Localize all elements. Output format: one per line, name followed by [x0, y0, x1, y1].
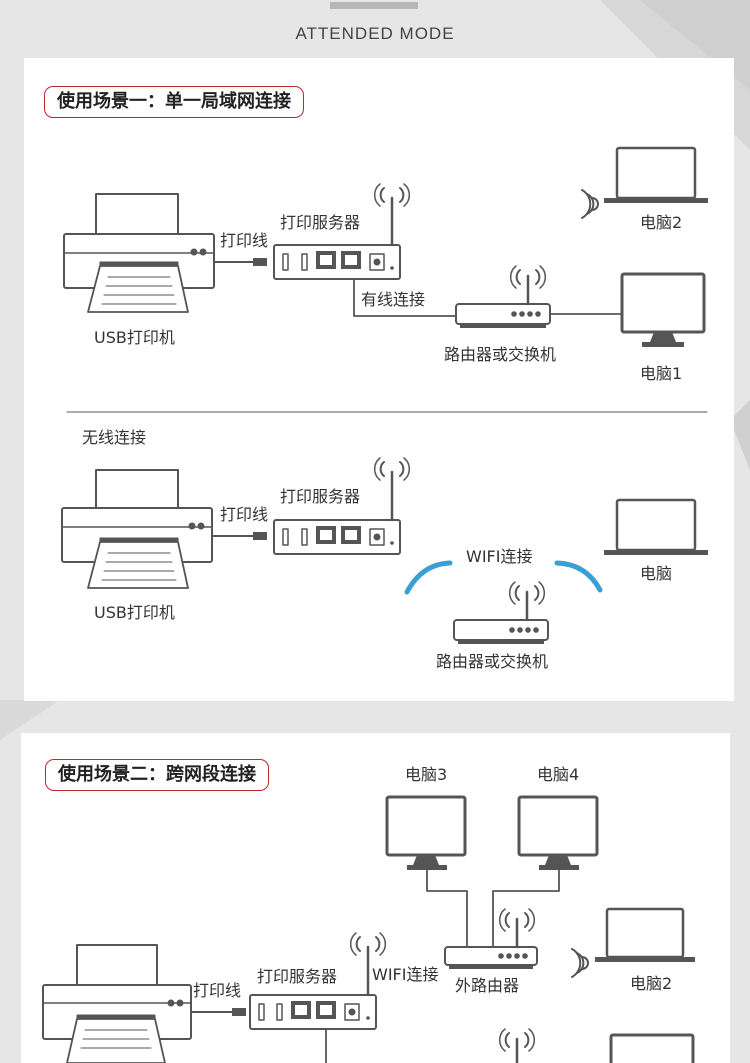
wifi-signal-icon	[581, 189, 599, 219]
print-server-icon	[249, 932, 387, 1030]
laptop-icon	[604, 498, 708, 555]
scenario-1-diagram	[61, 146, 708, 644]
pc4-label: 电脑4	[537, 765, 580, 784]
cable-label: 打印线	[193, 981, 242, 1000]
pc2-label: 电脑2	[630, 974, 673, 993]
wifi-signal-icon	[571, 948, 589, 978]
scenario-1-panel: 使用场景一：单一局域网连接 打印线 打印服务器 有线连接 USB打印机 路由器或…	[24, 58, 734, 701]
router-label: 外路由器	[455, 976, 520, 995]
router-label: 路由器或交换机	[436, 652, 549, 671]
cable-label: 打印线	[220, 505, 269, 524]
scenario-1-title: 使用场景一：单一局域网连接	[44, 86, 304, 118]
laptop-icon	[595, 907, 695, 962]
printer-label: USB打印机	[94, 328, 175, 347]
printer-label: USB打印机	[94, 603, 175, 622]
print-server-label: 打印服务器	[257, 967, 338, 986]
wifi-wave-right	[554, 560, 603, 593]
print-server-label: 打印服务器	[280, 213, 361, 232]
pc1-label: 电脑1	[640, 364, 683, 383]
usb-printer-icon	[61, 469, 213, 589]
usb-printer-icon	[63, 193, 215, 313]
router-icon	[453, 581, 549, 644]
cable-label: 打印线	[220, 231, 269, 250]
router-icon	[455, 265, 551, 328]
usb-printer-icon	[42, 944, 192, 1063]
wired-link-label: 有线连接	[361, 290, 426, 309]
print-server-icon	[273, 457, 411, 555]
pc2-label: 电脑2	[640, 213, 683, 232]
desktop-monitor-icon	[385, 795, 467, 870]
pc3-label: 电脑3	[405, 765, 448, 784]
scenario-2-panel: 使用场景二：跨网段连接 电脑3 电脑4 打印线 打印服务器 WIFI连接 外路由…	[21, 733, 730, 1063]
wifi-wave-left	[404, 560, 453, 595]
scenario-2-title: 使用场景二：跨网段连接	[45, 759, 269, 791]
wireless-section-label: 无线连接	[82, 428, 147, 447]
wifi-link-label: WIFI连接	[372, 965, 439, 984]
desktop-monitor-icon	[620, 272, 706, 347]
scenario-2-diagram	[42, 795, 695, 1063]
top-bar	[330, 2, 418, 9]
router-icon	[444, 908, 538, 969]
print-server-icon	[273, 183, 411, 280]
laptop-icon	[604, 146, 708, 203]
router-label: 路由器或交换机	[444, 345, 557, 364]
router-icon	[498, 1028, 536, 1063]
desktop-monitor-icon	[609, 1033, 695, 1063]
wifi-link-label: WIFI连接	[466, 547, 533, 566]
desktop-monitor-icon	[517, 795, 599, 870]
pc-label: 电脑	[640, 564, 673, 583]
print-server-label: 打印服务器	[280, 487, 361, 506]
page-title: ATTENDED MODE	[295, 24, 455, 43]
